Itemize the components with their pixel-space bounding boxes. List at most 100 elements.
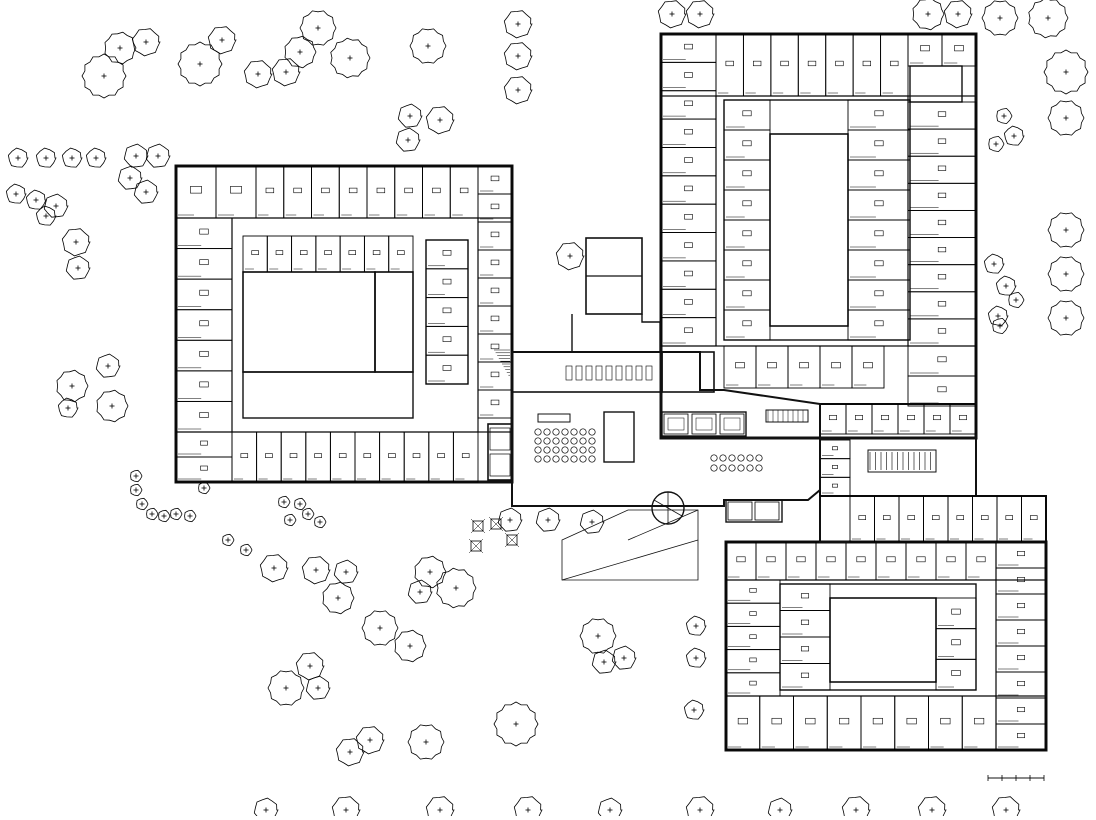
furniture — [890, 60, 899, 67]
room-wall — [175, 248, 233, 280]
tree — [131, 28, 161, 57]
furniture — [800, 619, 810, 625]
room — [845, 541, 877, 581]
furniture — [275, 250, 284, 255]
room — [452, 431, 479, 483]
furniture — [937, 328, 947, 334]
tree-canopy — [146, 507, 159, 521]
tree — [104, 31, 137, 65]
room — [995, 567, 1047, 595]
tree — [503, 10, 533, 39]
room — [425, 354, 469, 385]
room — [215, 165, 257, 219]
entrance-canopy — [561, 509, 699, 581]
tree-canopy — [335, 738, 365, 767]
room — [847, 99, 911, 131]
kitchen-block — [661, 351, 715, 393]
room — [923, 403, 951, 435]
furniture — [442, 307, 452, 314]
room — [847, 159, 911, 191]
north-link — [571, 314, 661, 353]
furniture — [742, 320, 752, 327]
room-wall — [907, 237, 977, 266]
room-wall — [354, 431, 381, 483]
lobby-seat — [737, 464, 745, 472]
room — [660, 317, 717, 347]
room-wall — [972, 495, 998, 543]
room-wall — [785, 541, 817, 581]
furniture — [916, 556, 926, 563]
furniture — [937, 219, 947, 226]
tree-canopy — [361, 610, 399, 646]
furniture — [725, 60, 734, 67]
furniture — [684, 100, 693, 107]
furniture — [742, 230, 752, 237]
room — [660, 118, 717, 148]
furniture — [933, 415, 941, 421]
room-wall — [388, 235, 414, 273]
tree — [1028, 0, 1069, 39]
room — [291, 235, 317, 273]
tree-canopy — [503, 10, 533, 39]
furniture — [1017, 655, 1025, 661]
room — [797, 33, 827, 97]
room — [422, 165, 451, 219]
tree — [322, 581, 355, 615]
room-wall — [935, 597, 977, 630]
room — [339, 235, 365, 273]
tree — [198, 481, 211, 495]
north-east-wing — [659, 32, 978, 440]
furniture — [200, 465, 208, 471]
room-wall — [894, 695, 929, 751]
furniture — [937, 386, 947, 393]
tree — [133, 179, 159, 204]
room — [847, 279, 911, 311]
room-wall — [477, 389, 513, 419]
lobby-booth — [719, 413, 745, 435]
tree-canopy — [131, 28, 161, 57]
tree-canopy — [685, 0, 715, 29]
room-wall — [311, 165, 340, 219]
room-wall — [815, 541, 847, 581]
tree-canopy — [988, 135, 1005, 153]
tree — [943, 0, 973, 29]
room — [338, 165, 368, 219]
furniture — [749, 611, 757, 616]
room-wall — [860, 695, 896, 751]
site-trees — [5, 0, 1089, 820]
tree — [841, 796, 871, 820]
lobby-outline — [511, 351, 821, 507]
tree-canopy — [117, 165, 143, 190]
furniture — [862, 60, 871, 67]
lobby-seat — [552, 455, 560, 463]
tree-canopy — [184, 509, 197, 523]
tree — [7, 147, 29, 168]
furniture — [742, 170, 752, 177]
furniture — [684, 157, 693, 163]
tree-canopy — [409, 28, 447, 64]
furniture — [932, 515, 940, 520]
room-wall — [907, 101, 977, 130]
room — [660, 203, 717, 233]
room-wall — [819, 345, 853, 389]
tree — [314, 515, 327, 529]
furniture — [1017, 603, 1025, 609]
tree — [535, 507, 561, 532]
kiosk-box — [506, 534, 518, 546]
lobby-stair — [765, 409, 809, 423]
tree — [397, 103, 423, 128]
room-wall — [723, 279, 771, 311]
room-wall — [231, 431, 258, 483]
furniture — [736, 556, 746, 563]
furniture — [807, 60, 817, 67]
tree-canopy — [1047, 300, 1085, 336]
kiosk — [468, 538, 484, 554]
tree — [683, 699, 705, 720]
furniture — [767, 362, 777, 369]
room-wall — [779, 636, 831, 664]
room-wall — [907, 128, 977, 157]
tree-canopy — [222, 533, 235, 547]
room-wall — [725, 602, 781, 627]
furniture — [1017, 707, 1025, 713]
